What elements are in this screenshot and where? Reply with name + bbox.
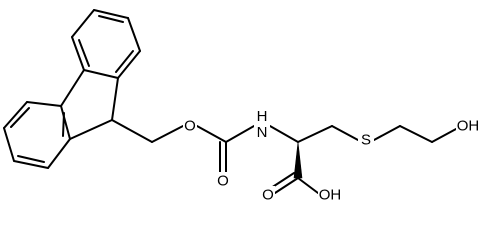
ether-oxygen: O bbox=[184, 118, 196, 135]
fluorene-five-ring bbox=[60, 69, 119, 140]
acid-carbonyl-oxygen-label: O bbox=[261, 186, 275, 204]
acid-hydroxyl: OH bbox=[319, 187, 342, 204]
ether-oxygen-label: O bbox=[183, 118, 197, 135]
hydroxyl: OH bbox=[457, 118, 480, 135]
side-chain bbox=[270, 125, 457, 194]
carbamate-chain bbox=[111, 119, 299, 173]
carbonyl-oxygen-label: O bbox=[216, 172, 230, 190]
sulfur-label: S bbox=[358, 132, 374, 149]
fluorene-upper-ring bbox=[71, 9, 141, 79]
stereo-wedge-bond bbox=[293, 141, 303, 179]
acid-carbonyl-oxygen: O bbox=[262, 187, 274, 204]
acid-hydroxyl-label: OH bbox=[318, 186, 344, 204]
fluorene-lower-ring bbox=[3, 101, 71, 169]
carbonyl-oxygen: O bbox=[217, 173, 229, 190]
sulfur: S bbox=[361, 132, 371, 149]
hydroxyl-label: OH bbox=[456, 118, 482, 136]
